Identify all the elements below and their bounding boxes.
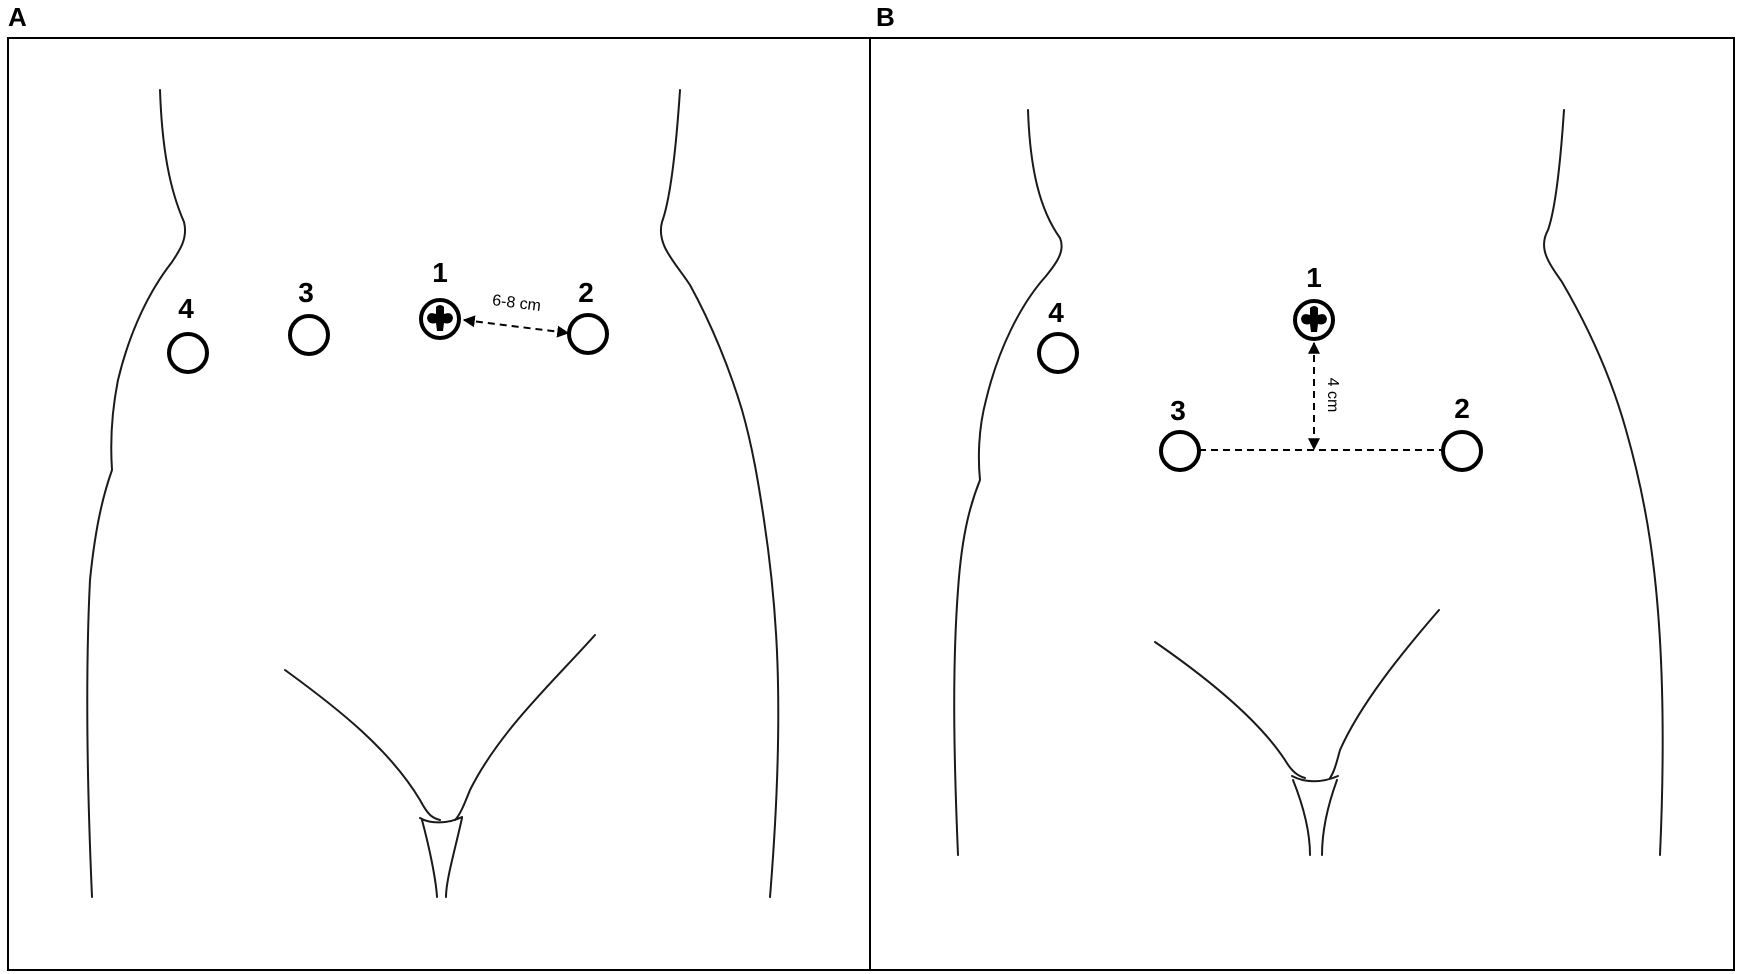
panel-b-crotch [1291, 775, 1339, 856]
panel-a-dimension-line [462, 315, 570, 338]
panel-b-port-2-number: 2 [1454, 393, 1470, 424]
panel-b-port-1-number: 1 [1306, 262, 1322, 293]
panel-b-label: B [876, 2, 895, 32]
panel-a-port-2-number: 2 [578, 277, 594, 308]
panel-b-port-2-circle [1441, 430, 1483, 472]
panel-b-port-4-circle [1037, 332, 1079, 374]
panel-a-port-2-circle [567, 313, 609, 355]
panel-a-frame [7, 37, 871, 971]
panel-b-body-outline-right [1543, 109, 1664, 856]
panel-b-port-3-circle [1159, 430, 1201, 472]
panel-a-groin-right [454, 634, 596, 821]
panel-b-frame [869, 37, 1735, 971]
panel-a-port-1-umbilical-icon [419, 298, 461, 340]
panel-b-body-outline-left [953, 109, 1063, 856]
panel-a: 6-8 cm 1 2 3 4 [7, 37, 871, 971]
panel-a-port-3-circle [288, 314, 330, 356]
panel-a-dimension-label: 6-8 cm [491, 292, 542, 315]
panel-b-port-3-number: 3 [1170, 395, 1186, 426]
panel-b-groin-left [1154, 641, 1306, 779]
panel-a-port-3-number: 3 [298, 277, 314, 308]
panel-b-groin-right [1329, 609, 1440, 779]
panel-a-body-outline-right [659, 89, 780, 898]
panel-b-port-4-number: 4 [1048, 297, 1064, 328]
panel-a-port-4-number: 4 [178, 293, 194, 324]
panel-a-groin-left [284, 669, 441, 821]
panel-b: 4 cm 1 2 3 4 [869, 37, 1735, 971]
panel-a-port-1-number: 1 [432, 257, 448, 288]
panel-a-crotch [419, 816, 463, 898]
panel-a-body-outline-left [86, 89, 186, 898]
panel-a-label: A [8, 2, 27, 32]
panel-b-dimension-label: 4 cm [1324, 378, 1341, 413]
panel-b-port-1-umbilical-icon [1293, 299, 1335, 341]
panel-a-port-4-circle [167, 332, 209, 374]
